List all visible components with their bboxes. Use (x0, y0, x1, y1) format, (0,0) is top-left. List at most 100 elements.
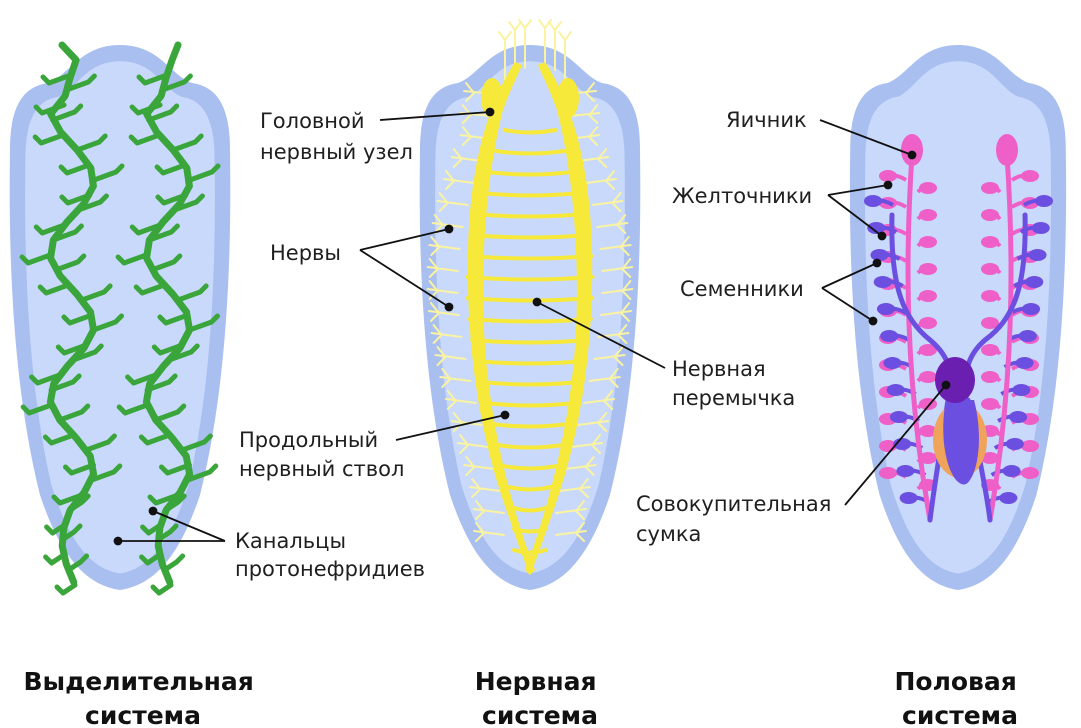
leaders-reproductive (819, 119, 951, 506)
label-testes-line1: Семенники (680, 277, 804, 301)
testis-lobe (999, 492, 1018, 504)
caption-excretory-line2: система (85, 701, 201, 728)
protonephridia-branch (43, 552, 67, 566)
leader-canals (113, 506, 226, 546)
testis-lobe (1022, 303, 1041, 315)
label-longitudinal-trunk-line1: Продольный (239, 428, 378, 452)
peripheral-nerves (426, 19, 634, 542)
peripheral-nerve (426, 280, 459, 300)
protonephridia-branch (151, 342, 185, 356)
peripheral-nerve (601, 258, 634, 278)
vitellarium-lobe (1021, 440, 1039, 452)
label-commissure: Нервная перемычка (672, 357, 795, 410)
protonephridia-branch (51, 492, 85, 506)
protonephridia-branch (59, 523, 83, 543)
protonephridia-branch (91, 163, 125, 183)
reproductive-panel: Яичник Желточники Семенники Совокупитель… (636, 45, 1067, 728)
testis-lobe (1002, 465, 1021, 477)
caption-excretory: Выделительная система (23, 667, 262, 728)
protonephridia-branch (19, 252, 53, 266)
peripheral-nerve (473, 522, 505, 542)
protonephridia-branch (20, 402, 54, 416)
peripheral-nerve (585, 170, 617, 190)
protonephridia-branch (33, 102, 67, 116)
nerve-commissure (478, 191, 582, 198)
label-ovary-line1: Яичник (726, 108, 807, 132)
protonephridia-branch (185, 463, 219, 483)
label-canals-line2: протонефридиев (235, 557, 425, 581)
protonephridia-branch (61, 312, 95, 326)
testis-lobe (864, 195, 882, 207)
protonephridia-branch (154, 162, 188, 176)
protonephridia-branch (144, 373, 178, 393)
protonephridia-branch (115, 252, 149, 266)
testis-lobe (876, 303, 895, 315)
protonephridia-branch (146, 103, 180, 123)
testis-lobe (873, 276, 892, 288)
protonephridia-branch (187, 313, 220, 333)
protonephridia-branch (171, 193, 205, 213)
protonephridia-branch (166, 343, 200, 363)
anterior-nerve (558, 31, 572, 81)
caption-reproductive: Половая система (894, 667, 1025, 728)
vitellarium-lobe (981, 344, 999, 356)
protonephridia-branch (155, 523, 179, 543)
protonephridia-branch (83, 433, 117, 453)
nerve-commissure (478, 380, 582, 387)
protonephridia-branch (66, 553, 90, 573)
oviducts (905, 152, 1014, 523)
copulatory-bursa (935, 357, 975, 403)
protonephridia-branch (58, 162, 92, 176)
nerve-commissure (483, 401, 577, 408)
protonephridia-branch (136, 72, 170, 86)
testes (864, 195, 1053, 504)
testis-lobe (883, 357, 902, 369)
vitellarium-lobe (1021, 467, 1039, 479)
leaders-nervous (359, 107, 666, 441)
peripheral-nerve (555, 500, 587, 520)
nerve-commissure (495, 443, 565, 450)
nerve-commissure (501, 464, 559, 471)
testis-lobe (867, 222, 886, 234)
protonephridia-branch (75, 193, 109, 213)
protonephridia-trunk-right (142, 41, 194, 586)
label-canals-line1: Канальцы (235, 529, 346, 553)
protonephridia-branch (147, 492, 181, 506)
caption-nervous: Нервная система (475, 667, 606, 728)
vitellarium-lobe (981, 371, 999, 383)
vitellarium-lobe (1021, 170, 1039, 182)
label-longitudinal-trunk: Продольный нервный ствол (239, 428, 404, 481)
testis-lobe (1025, 276, 1044, 288)
peripheral-nerve (600, 302, 633, 322)
peripheral-nerve (588, 368, 621, 388)
vitellarium-lobe (981, 398, 999, 410)
protonephridia-branch (63, 462, 96, 476)
protonephridia-branch (133, 282, 167, 296)
peripheral-nerve (577, 148, 610, 168)
peripheral-nerve (571, 434, 603, 454)
vitellarium-lobe (919, 317, 937, 329)
protonephridia-branch (33, 222, 67, 236)
penis-organ (943, 400, 979, 485)
label-head-ganglion-line1: Головной (260, 109, 365, 133)
excretory-panel: Канальцы протонефридиев Выделительная си… (9, 41, 425, 728)
label-head-ganglion-line2: нервный узел (260, 140, 413, 164)
peripheral-nerve (593, 346, 626, 366)
peripheral-nerve (436, 192, 469, 212)
anterior-nerve (538, 19, 552, 69)
protonephridia-branch (29, 372, 63, 386)
peripheral-nerve (443, 170, 475, 190)
nerve-commissure (489, 422, 571, 429)
protonephridia-branch (150, 582, 174, 596)
vitellarium-lobe (919, 344, 937, 356)
nerve-commissure (512, 548, 548, 555)
right-nerve-trunk (525, 62, 593, 575)
testis-lobe (1015, 357, 1034, 369)
anterior-nerve (548, 21, 562, 71)
peripheral-nerve (457, 434, 489, 454)
nerve-commissure (507, 485, 553, 492)
testis-lobe (893, 438, 912, 450)
protonephridia-branch (48, 373, 82, 393)
protonephridia-branch (146, 223, 180, 243)
